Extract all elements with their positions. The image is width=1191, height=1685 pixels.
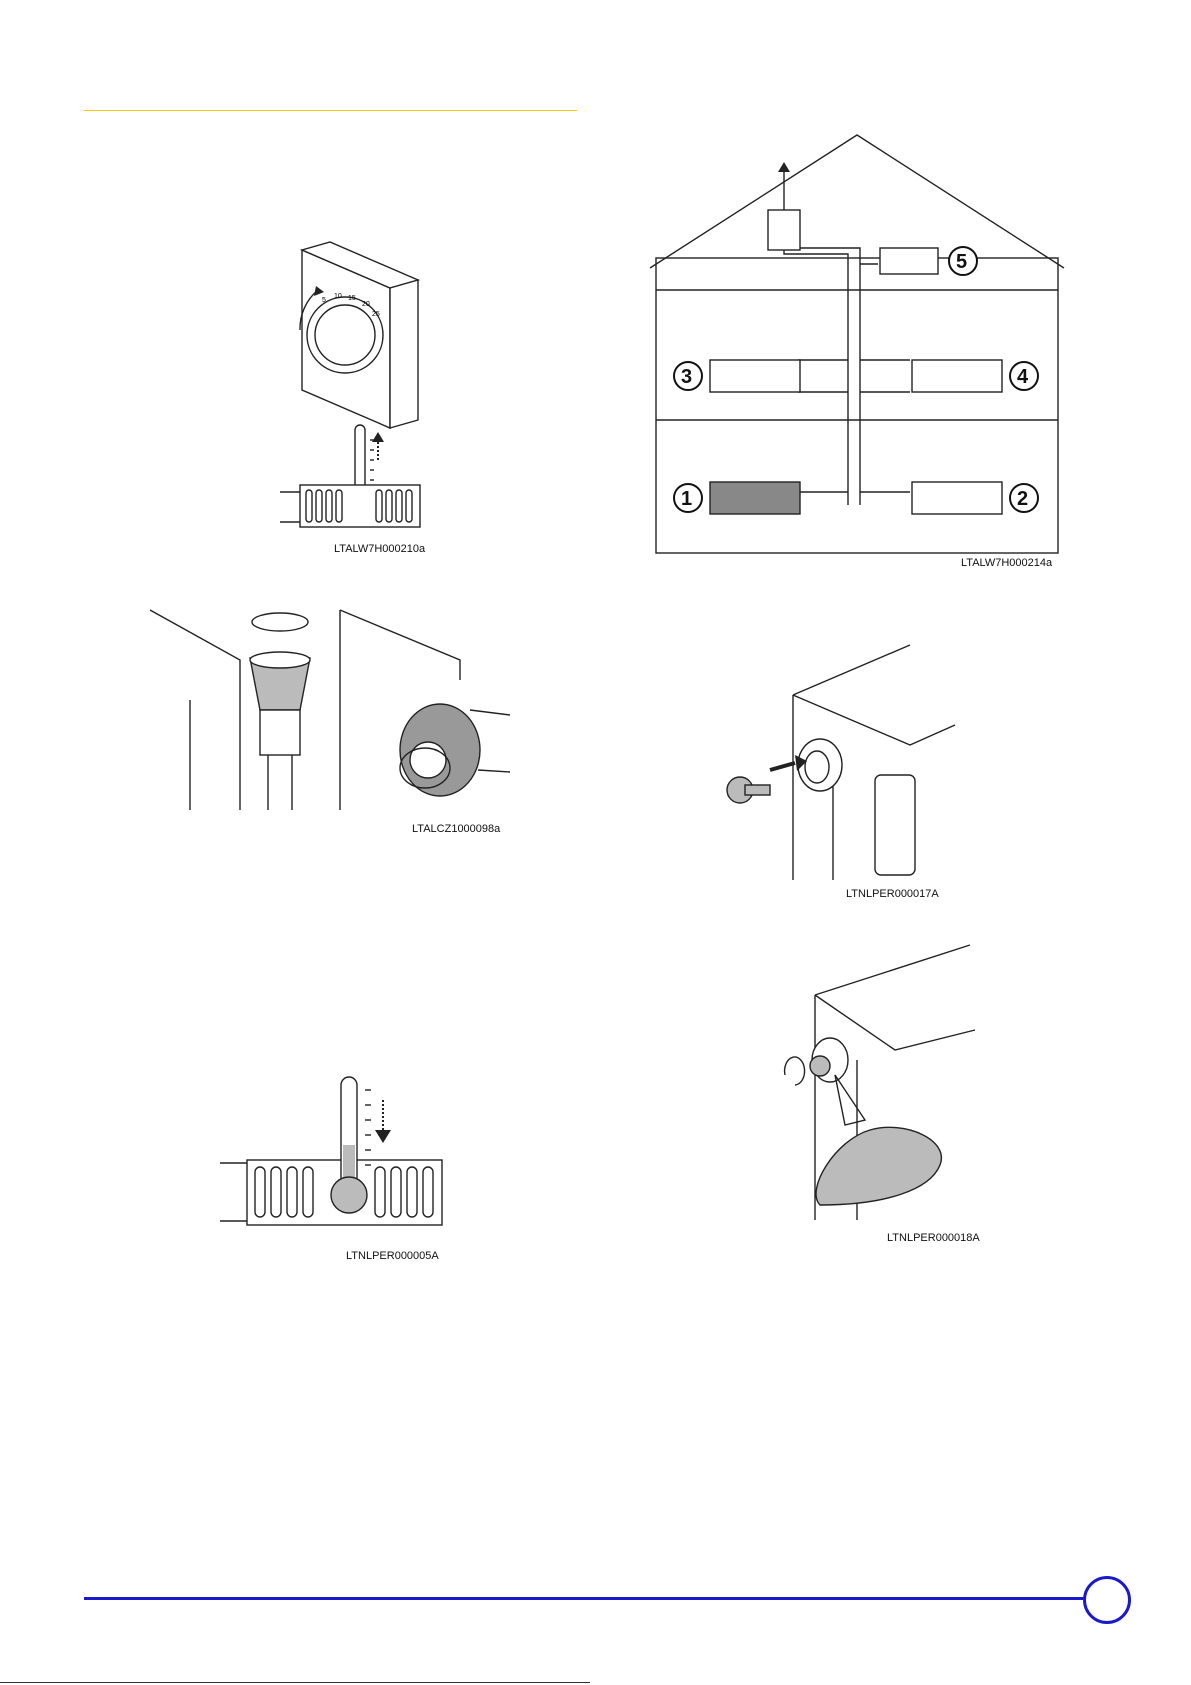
figure-bleed-key [715, 645, 955, 880]
marker-5: 5 [949, 247, 977, 275]
svg-text:4: 4 [1017, 366, 1029, 388]
figure-caption: LTALCZ1000098a [412, 823, 500, 835]
page-number-circle [1083, 1576, 1131, 1624]
figure-thermostat: 5 10 15 20 25 [270, 250, 440, 530]
marker-4: 4 [1010, 362, 1038, 390]
header-rule [84, 110, 577, 111]
radiator-4 [912, 360, 1002, 392]
svg-text:3: 3 [681, 366, 692, 388]
dial-mark: 10 [334, 293, 342, 300]
figure-valves [150, 600, 510, 810]
marker-3: 3 [674, 362, 702, 390]
dial-mark: 15 [348, 295, 356, 302]
radiator-1 [710, 482, 800, 514]
dial-mark: 5 [322, 297, 326, 304]
figure-caption: LTNLPER000005A [346, 1250, 439, 1262]
figure-caption: LTNLPER000018A [887, 1232, 980, 1244]
figure-house: 5 3 4 1 2 [650, 130, 1070, 560]
footer-rule [84, 1597, 1084, 1600]
bleed-key-illustration [715, 645, 955, 880]
marker-1: 1 [674, 484, 702, 512]
figure-caption: LTALW7H000210a [334, 543, 425, 555]
radiator-2 [912, 482, 1002, 514]
dial-mark: 20 [362, 301, 370, 308]
bottom-edge-rule [0, 1682, 590, 1683]
bleeding-cloth-illustration [775, 950, 975, 1220]
radiator-5 [880, 248, 938, 274]
dial-mark: 25 [372, 311, 380, 318]
svg-text:1: 1 [681, 488, 692, 510]
house-diagram: 5 3 4 1 2 [650, 130, 1070, 560]
radiator-3 [710, 360, 800, 392]
figure-caption: LTALW7H000214a [961, 557, 1052, 569]
figure-caption: LTNLPER000017A [846, 888, 939, 900]
thermometer-down-illustration [215, 1075, 455, 1230]
svg-text:5: 5 [956, 251, 967, 273]
svg-text:2: 2 [1017, 488, 1028, 510]
marker-2: 2 [1010, 484, 1038, 512]
figure-bleeding-cloth [775, 950, 975, 1220]
valves-illustration [150, 600, 510, 810]
figure-thermometer-down [215, 1075, 455, 1230]
thermostat-illustration: 5 10 15 20 25 [270, 250, 440, 530]
